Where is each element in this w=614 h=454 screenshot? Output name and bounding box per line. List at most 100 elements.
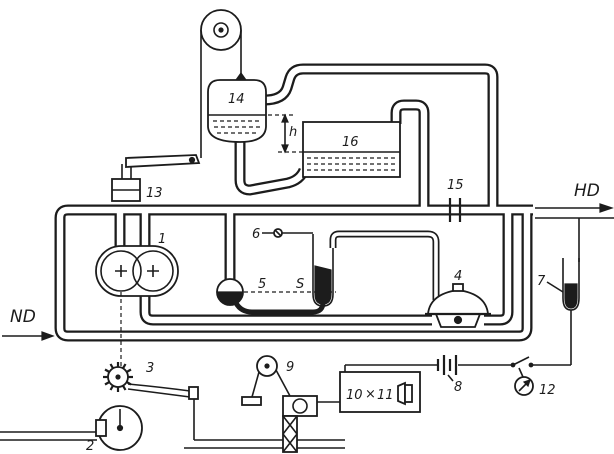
lower-tank-vent-pipe-bore: [392, 101, 428, 210]
pulley-axle: [218, 27, 224, 33]
tank-hook: [234, 71, 248, 81]
upper-tank-vent-pipe-bore: [263, 65, 497, 210]
pulley-rope: [275, 369, 291, 397]
regulator-impulse-pipe: [329, 230, 440, 300]
manometer-7: 7: [537, 218, 580, 311]
linkage-block: [188, 386, 199, 400]
drive-post: [282, 415, 298, 453]
arrow-right-icon: [599, 203, 614, 213]
clock-2: 2: [0, 405, 143, 454]
bulb-mercury: [216, 291, 244, 306]
label-3: 3: [146, 361, 154, 376]
u-tube-mercury: [314, 265, 332, 305]
needle-arrow-icon: [522, 379, 531, 388]
clock-center: [116, 424, 124, 432]
valve-6: 6: [252, 227, 313, 242]
lever-pivot: [188, 156, 196, 164]
mercury-line: [233, 299, 326, 315]
regulator-4: 4: [425, 269, 491, 328]
main-pipe-loop-bore: [56, 206, 533, 340]
post-hatch: [282, 415, 298, 453]
label-11: 11: [377, 388, 394, 403]
label-12: 12: [539, 383, 556, 398]
valve-mark: [274, 229, 282, 237]
regulator-cap: [452, 283, 464, 292]
label-7: 7: [537, 274, 546, 289]
weight-block: [241, 396, 262, 406]
electric-circuit: [344, 310, 572, 372]
label-1: 1: [158, 232, 166, 247]
regulator-impulse-pipe-bore: [331, 232, 438, 300]
valve-13: 13: [111, 154, 201, 202]
label-h: h: [289, 125, 297, 140]
label-15: 15: [447, 178, 464, 193]
pipe-network-inner: [56, 65, 533, 340]
pulley-top: [200, 9, 242, 158]
valve-drive: [282, 395, 340, 453]
clock-clamp: [95, 419, 107, 437]
pulley-rope: [251, 371, 260, 398]
regulator-outlet-pipe-bore: [484, 210, 512, 324]
linkage-line: [127, 388, 191, 398]
label-2: 2: [86, 439, 94, 454]
pulley-axle: [264, 363, 270, 369]
lever-arm: [125, 154, 201, 168]
battery-8: 8: [436, 355, 462, 395]
valve-15: 15: [447, 178, 464, 222]
manometer-5: 5 S: [216, 234, 336, 315]
switch-blade: [512, 356, 530, 366]
relay-box-10-11: 10 × 11: [339, 371, 421, 413]
label-8: 8: [454, 380, 462, 395]
regulator-valve: [453, 315, 463, 325]
label-4: 4: [454, 269, 462, 284]
leader-line: [546, 281, 564, 293]
pulley-hub: [213, 22, 229, 38]
gear-axle: [115, 374, 121, 380]
meter-branch-pipe: [139, 210, 432, 326]
horn-icon: [397, 381, 406, 406]
label-10: 10: [346, 388, 363, 403]
meter-branch-pipe-bore: [141, 210, 432, 324]
u-tube: [312, 234, 334, 307]
drive-wheel: [292, 398, 308, 414]
gauge-12: 12: [514, 367, 556, 398]
label-hd: HD: [574, 181, 600, 201]
tank-16: 16: [302, 121, 401, 178]
tank-shell: [302, 121, 401, 178]
label-5: 5: [258, 277, 266, 292]
label-14: 14: [228, 92, 245, 107]
drive-housing: [282, 395, 318, 417]
arrow-right-icon: [41, 331, 55, 341]
horn-body: [404, 384, 413, 403]
label-16: 16: [342, 135, 359, 150]
label-13: 13: [146, 186, 163, 201]
label-6: 6: [252, 227, 260, 242]
u-tube-mercury: [564, 283, 578, 309]
arrow-down-icon: [281, 144, 289, 154]
tank-shell: [207, 79, 267, 143]
tank-14: 14: [207, 71, 267, 143]
leader-line: [447, 374, 454, 382]
plus-icon: [147, 265, 159, 277]
nd-arrow: ND: [2, 307, 55, 341]
label-9: 9: [286, 360, 294, 375]
arrow-up-icon: [281, 113, 289, 123]
switch-contact: [528, 362, 534, 368]
meter-casing: [95, 245, 179, 297]
rotor-right: [132, 250, 174, 292]
gear-3: 3: [103, 361, 154, 392]
linkage-line: [127, 383, 191, 392]
label-nd: ND: [10, 307, 36, 327]
rotary-meter-1: 1: [95, 232, 179, 297]
label-cross: ×: [365, 387, 376, 402]
height-marker: h: [268, 113, 303, 154]
regulator-outlet-pipe: [484, 210, 514, 326]
rotor-left: [100, 250, 142, 292]
hd-arrow: HD: [535, 181, 614, 213]
tank-connecting-pipe-bore: [236, 138, 307, 194]
gear-linkage: [127, 383, 345, 449]
label-s: S: [296, 277, 304, 292]
wire: [518, 367, 524, 378]
pulley-9: 9: [241, 355, 294, 406]
